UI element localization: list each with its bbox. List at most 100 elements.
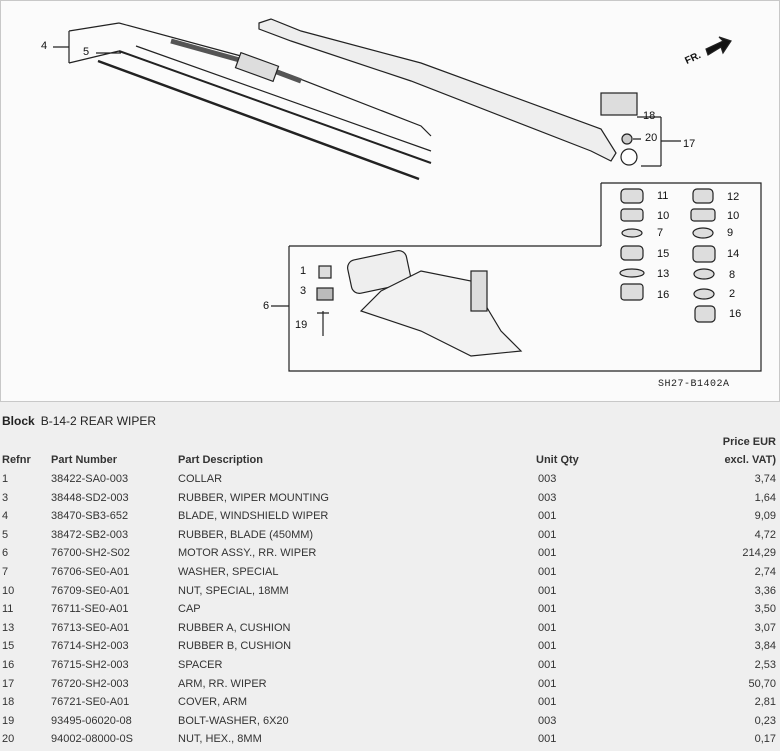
- callout-3: 3: [300, 285, 307, 297]
- block-title: Block B-14-2 REAR WIPER: [2, 414, 156, 428]
- callout-8: 8: [729, 269, 736, 281]
- refnr-cell: 4: [2, 510, 9, 523]
- price-cell: 0,23: [754, 714, 776, 727]
- unit-qty-cell: 001: [538, 640, 557, 653]
- header-part-number: Part Number: [51, 454, 118, 466]
- refnr-cell: 13: [2, 621, 15, 634]
- description-cell: RUBBER, BLADE (450MM): [178, 528, 314, 541]
- part-number-cell: 76700-SH2-S02: [51, 547, 130, 560]
- refnr-cell: 7: [2, 566, 9, 578]
- unit-qty-cell: 001: [538, 659, 557, 671]
- callout-10: 10: [657, 210, 670, 222]
- price-cell: 3,07: [754, 621, 776, 634]
- refnr-cell: 19: [2, 714, 15, 727]
- price-cell: 2,53: [754, 659, 776, 671]
- part-number-cell: 76711-SE0-A01: [51, 603, 129, 616]
- unit-qty-cell: 001: [538, 528, 557, 541]
- callout-14: 14: [727, 248, 740, 260]
- price-cell: 2,81: [754, 696, 776, 709]
- description-cell: ARM, RR. WIPER: [178, 677, 267, 690]
- unit-qty-cell: 001: [538, 603, 557, 616]
- arm-cover-18: [600, 92, 638, 116]
- callout-15: 15: [657, 248, 670, 260]
- description-cell: MOTOR ASSY., RR. WIPER: [178, 547, 317, 560]
- unit-qty-cell: 001: [538, 733, 557, 746]
- part-number-cell: 76721-SE0-A01: [51, 696, 130, 709]
- description-cell: COVER, ARM: [178, 696, 248, 709]
- callout-17: 17: [683, 138, 696, 150]
- part-number-cell: 76714-SH2-003: [51, 640, 129, 653]
- description-cell: BLADE, WINDSHIELD WIPER: [178, 510, 329, 523]
- table-row: 11 76711-SE0-A01 CAP 001 3,50: [0, 603, 780, 621]
- callout-5: 5: [83, 46, 90, 58]
- refnr-cell: 3: [2, 491, 9, 504]
- refnr-cell: 15: [2, 640, 15, 653]
- description-cell: NUT, SPECIAL, 18MM: [178, 584, 289, 597]
- unit-qty-cell: 001: [538, 547, 557, 560]
- callout-11: 11: [657, 190, 669, 202]
- price-cell: 214,29: [742, 547, 776, 560]
- price-cell: 1,64: [754, 491, 776, 504]
- callout-2: 2: [729, 288, 736, 300]
- unit-qty-cell: 001: [538, 510, 557, 523]
- callout-19: 19: [295, 319, 308, 331]
- refnr-cell: 16: [2, 659, 15, 671]
- part-number-cell: 76709-SE0-A01: [51, 584, 130, 597]
- price-cell: 3,36: [754, 584, 776, 597]
- callout-16: 16: [729, 308, 742, 320]
- wiper-exploded-drawing: [53, 18, 762, 372]
- unit-qty-cell: 001: [538, 696, 557, 709]
- callout-12: 12: [727, 191, 740, 203]
- price-cell: 9,09: [754, 510, 776, 523]
- price-cell: 3,74: [754, 473, 776, 485]
- wiper-blade-4: [118, 22, 432, 137]
- refnr-cell: 11: [2, 603, 14, 616]
- unit-qty-cell: 001: [538, 621, 557, 634]
- parts-diagram: 4 5 18 20 17 11 12 10 10 7 9 15 14 13 8 …: [0, 0, 780, 402]
- part-number-cell: 38472-SB2-003: [51, 528, 129, 541]
- price-cell: 0,17: [754, 733, 776, 746]
- callout-13: 13: [657, 268, 670, 280]
- header-refnr: Refnr: [2, 454, 31, 466]
- description-cell: RUBBER B, CUSHION: [178, 640, 292, 653]
- diagram-code: SH27-B1402A: [658, 379, 730, 390]
- block-value: B-14-2 REAR WIPER: [40, 414, 157, 428]
- unit-qty-cell: 001: [538, 566, 557, 578]
- part-number-cell: 38470-SB3-652: [51, 510, 129, 523]
- callout-1: 1: [300, 265, 307, 277]
- block-label: Block: [2, 414, 35, 428]
- callout-18: 18: [643, 110, 656, 122]
- table-row: 18 76721-SE0-A01 COVER, ARM 001 2,81: [0, 696, 780, 714]
- table-row: 4 38470-SB3-652 BLADE, WINDSHIELD WIPER 001…: [0, 510, 780, 528]
- unit-qty-cell: 003: [538, 491, 557, 504]
- refnr-cell: 18: [2, 696, 15, 709]
- price-cell: 2,74: [754, 566, 776, 578]
- description-cell: WASHER, SPECIAL: [178, 566, 279, 578]
- part-number-cell: 38448-SD2-003: [51, 491, 129, 504]
- header-price-line2: excl. VAT): [724, 454, 776, 466]
- description-cell: RUBBER A, CUSHION: [178, 621, 291, 634]
- description-cell: RUBBER, WIPER MOUNTING: [178, 491, 329, 504]
- unit-qty-cell: 003: [538, 714, 557, 727]
- refnr-cell: 1: [2, 473, 9, 485]
- part-number-cell: 93495-06020-08: [51, 714, 132, 727]
- callout-9: 9: [727, 227, 734, 239]
- callout-7: 7: [657, 227, 664, 239]
- refnr-cell: 6: [2, 547, 9, 560]
- unit-qty-cell: 001: [538, 584, 557, 597]
- wiper-motor-6: [347, 250, 411, 294]
- callout-6: 6: [263, 300, 270, 312]
- price-cell: 3,50: [754, 603, 776, 616]
- part-number-cell: 94002-08000-0S: [51, 733, 133, 746]
- wiper-arm-17: [258, 18, 617, 162]
- nut-20: [621, 133, 633, 145]
- header-part-description: Part Description: [178, 454, 263, 466]
- description-cell: CAP: [178, 603, 201, 616]
- callout-10: 10: [727, 210, 740, 222]
